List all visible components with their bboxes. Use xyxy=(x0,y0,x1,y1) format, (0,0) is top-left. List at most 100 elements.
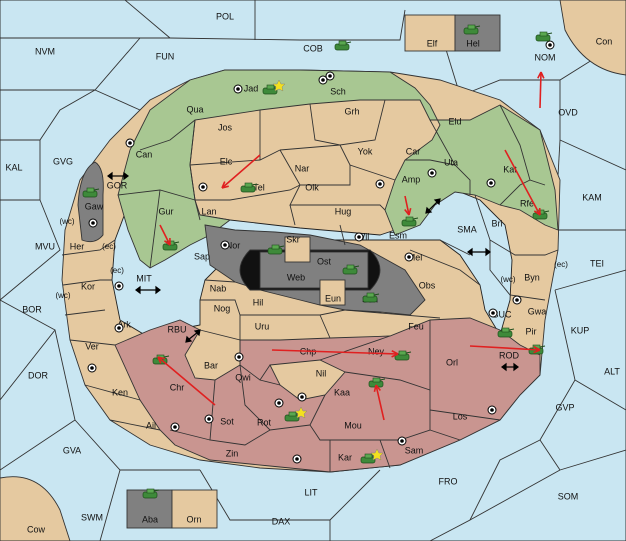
label-web: Web xyxy=(287,272,305,282)
label-fro: FRO xyxy=(439,476,458,486)
coast-kor-wc: (wc) xyxy=(55,291,70,300)
label-fun: FUN xyxy=(156,51,175,61)
label-pol: POL xyxy=(216,11,234,21)
label-dax: DAX xyxy=(272,516,291,526)
tank-icon[interactable] xyxy=(368,377,386,388)
tank-icon[interactable] xyxy=(342,264,360,275)
coast-her-ec: (ec) xyxy=(102,242,116,251)
supply-center-icon xyxy=(292,454,302,464)
supply-center-icon xyxy=(274,398,284,408)
supply-center-icon xyxy=(204,414,214,424)
label-yok: Yok xyxy=(358,146,373,156)
territory-eun[interactable] xyxy=(319,279,346,306)
tank-icon[interactable] xyxy=(82,187,100,198)
label-sam: Sam xyxy=(405,445,424,455)
label-gaw: Gaw xyxy=(85,201,104,211)
label-gvg: GVG xyxy=(53,156,73,166)
label-sch: Sch xyxy=(330,86,346,96)
label-jos: Jos xyxy=(218,122,233,132)
label-pir: Pir xyxy=(526,326,537,336)
label-ail: Ail xyxy=(146,420,156,430)
territory-labels: POL NVM FUN COB Elf Hel NOM Con OVD KAL … xyxy=(5,11,620,534)
supply-center-icon xyxy=(354,232,364,242)
label-ken: Ken xyxy=(112,387,128,397)
tank-icon[interactable] xyxy=(497,327,515,338)
order-arrow xyxy=(159,224,171,246)
label-amp: Amp xyxy=(402,174,421,184)
tank-icon[interactable] xyxy=(360,448,384,464)
label-chr: Chr xyxy=(170,382,185,392)
coast-byn-ec: (ec) xyxy=(554,260,568,269)
label-mit: MIT xyxy=(136,273,152,283)
label-orl: Orl xyxy=(446,357,458,367)
label-rod: ROD xyxy=(499,350,520,360)
label-byn: Byn xyxy=(524,272,540,282)
label-alt: ALT xyxy=(604,366,620,376)
supply-center-icon xyxy=(488,308,498,318)
label-uta: Uta xyxy=(444,157,458,167)
tank-icon[interactable] xyxy=(463,24,481,35)
label-eun: Eun xyxy=(325,293,341,303)
label-gor: GOR xyxy=(107,180,128,190)
label-kal: KAL xyxy=(5,162,22,172)
territory-skr[interactable] xyxy=(284,236,311,263)
label-hel: Hel xyxy=(466,38,480,48)
order-arrows xyxy=(157,71,545,421)
label-skr: Skr xyxy=(286,234,300,244)
label-gva: GVA xyxy=(63,445,81,455)
tank-icon[interactable] xyxy=(142,488,160,499)
territory-cow[interactable] xyxy=(0,476,71,541)
label-kor: Kor xyxy=(81,281,95,291)
label-qwi: Qwi xyxy=(235,372,251,382)
label-ver: Ver xyxy=(85,341,99,351)
label-tel: Tel xyxy=(253,182,265,192)
tank-icon[interactable] xyxy=(401,216,419,227)
double-arrow-icon xyxy=(135,285,161,295)
label-kat: Kat xyxy=(503,164,517,174)
label-gvp: GVP xyxy=(555,402,574,412)
tank-icon[interactable] xyxy=(240,182,258,193)
tank-icon[interactable] xyxy=(262,79,286,95)
star-icon xyxy=(370,448,384,461)
territory-orn[interactable] xyxy=(171,489,218,529)
label-dor: DOR xyxy=(28,370,49,380)
label-nab: Nab xyxy=(210,283,227,293)
supply-center-icon xyxy=(427,168,437,178)
label-kup: KUP xyxy=(571,325,590,335)
double-arrow-icon xyxy=(501,362,519,372)
tank-icon[interactable] xyxy=(267,244,285,255)
label-bri: Bri xyxy=(492,218,503,228)
order-arrow xyxy=(221,154,261,189)
label-car: Car xyxy=(406,146,421,156)
supply-center-icon xyxy=(233,84,243,94)
label-nar: Nar xyxy=(295,163,310,173)
label-nog: Nog xyxy=(214,303,231,313)
label-ark: Ark xyxy=(117,319,131,329)
label-zin: Zin xyxy=(226,448,239,458)
label-esm: Esm xyxy=(389,230,407,240)
order-arrow xyxy=(157,356,216,406)
label-los: Los xyxy=(453,411,468,421)
tank-icon[interactable] xyxy=(535,31,553,42)
label-sma: SMA xyxy=(457,224,477,234)
label-elf: Elf xyxy=(427,38,438,48)
supply-centers xyxy=(87,40,555,464)
label-rot: Rot xyxy=(257,417,272,427)
units xyxy=(82,24,553,499)
territory-elf[interactable] xyxy=(404,14,456,52)
label-ost: Ost xyxy=(317,256,332,266)
supply-center-icon xyxy=(545,40,555,50)
label-ney: Ney xyxy=(368,346,385,356)
order-arrow xyxy=(271,349,399,358)
supply-center-icon xyxy=(234,352,244,362)
tank-icon[interactable] xyxy=(362,292,380,303)
label-lan: Lan xyxy=(201,206,216,216)
label-eld: Eld xyxy=(448,116,461,126)
label-lit: LIT xyxy=(304,487,318,497)
label-qua: Qua xyxy=(186,104,203,114)
tank-icon[interactable] xyxy=(334,40,352,51)
tank-icon[interactable] xyxy=(394,350,412,361)
tank-icon[interactable] xyxy=(284,406,308,422)
supply-center-icon xyxy=(114,323,124,333)
label-con: Con xyxy=(596,36,613,46)
